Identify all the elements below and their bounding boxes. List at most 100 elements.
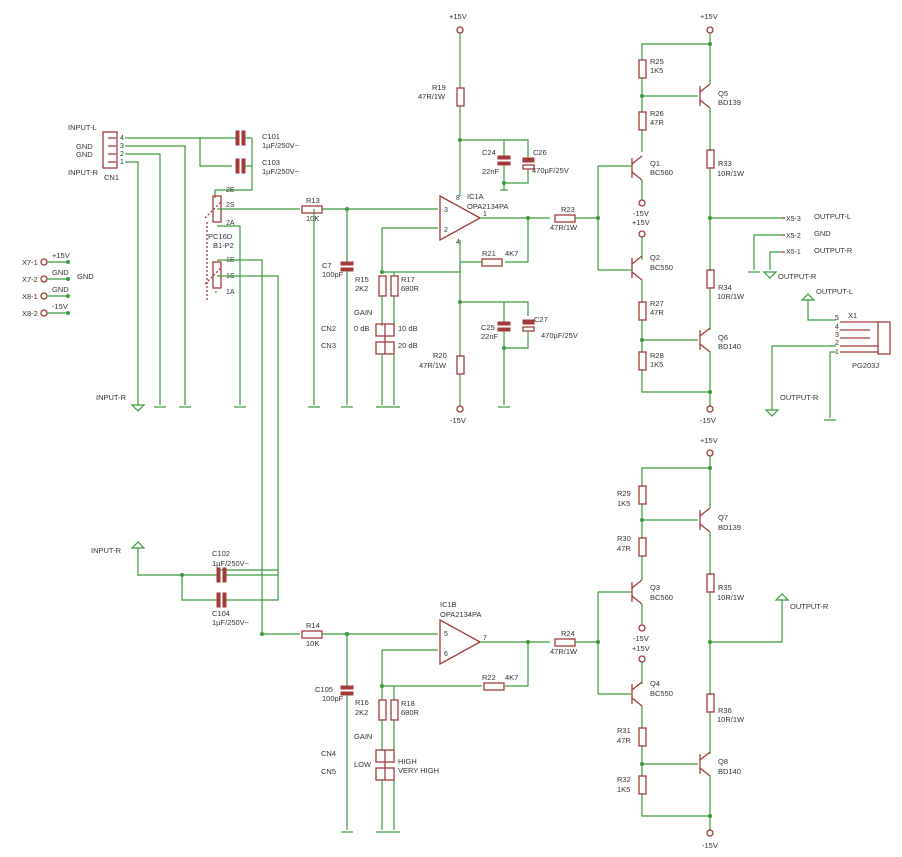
svg-text:0 dB: 0 dB xyxy=(354,324,369,333)
svg-text:X7-1: X7-1 xyxy=(22,258,38,267)
svg-text:R26: R26 xyxy=(650,109,664,118)
svg-text:47R: 47R xyxy=(617,544,631,553)
svg-text:BC560: BC560 xyxy=(650,168,673,177)
svg-text:R29: R29 xyxy=(617,489,631,498)
svg-text:C101: C101 xyxy=(262,132,280,141)
resistor-r24: R24 47R/1W xyxy=(550,629,578,656)
svg-text:OPA2134PA: OPA2134PA xyxy=(467,202,508,211)
svg-text:20 dB: 20 dB xyxy=(398,341,418,350)
svg-text:R20: R20 xyxy=(433,351,447,360)
svg-text:R23: R23 xyxy=(561,205,575,214)
svg-text:Q2: Q2 xyxy=(650,253,660,262)
svg-text:3: 3 xyxy=(444,207,448,214)
svg-text:C103: C103 xyxy=(262,158,280,167)
svg-text:1K5: 1K5 xyxy=(617,785,630,794)
capacitor-c26: C26 470µF/25V xyxy=(522,148,569,175)
svg-text:10 dB: 10 dB xyxy=(398,324,418,333)
svg-text:1µF/250V~: 1µF/250V~ xyxy=(212,618,250,627)
svg-text:CN2: CN2 xyxy=(321,324,336,333)
svg-text:47R/1W: 47R/1W xyxy=(550,647,578,656)
svg-text:1µF/250V~: 1µF/250V~ xyxy=(262,141,300,150)
svg-text:+15V: +15V xyxy=(632,218,650,227)
capacitor-c101: C101 1µF/250V~ xyxy=(232,130,300,150)
svg-text:BD139: BD139 xyxy=(718,523,741,532)
svg-text:-15V: -15V xyxy=(633,634,649,643)
svg-text:47R/1W: 47R/1W xyxy=(418,92,446,101)
resistor-r21: R21 4K7 xyxy=(481,249,518,267)
svg-text:CN5: CN5 xyxy=(321,767,336,776)
svg-text:47R: 47R xyxy=(617,736,631,745)
svg-text:CN3: CN3 xyxy=(321,341,336,350)
svg-text:+15V: +15V xyxy=(52,251,70,260)
svg-text:4: 4 xyxy=(835,324,839,331)
transistor-q4: Q4 BC550 xyxy=(631,679,673,707)
svg-text:BC550: BC550 xyxy=(650,263,673,272)
resistor-r34: R34 10R/1W xyxy=(706,269,745,301)
svg-text:Q5: Q5 xyxy=(718,89,728,98)
svg-text:47R/1W: 47R/1W xyxy=(550,223,578,232)
svg-text:R21: R21 xyxy=(482,249,496,258)
connector-cn1: 4 3 2 1 CN1 INPUT-L GND GND INPUT-R xyxy=(68,123,124,182)
svg-text:BD140: BD140 xyxy=(718,342,741,351)
svg-text:C25: C25 xyxy=(481,323,495,332)
svg-text:10R/1W: 10R/1W xyxy=(717,169,745,178)
resistor-r25: R25 1K5 xyxy=(638,57,664,79)
resistor-r36: R36 10R/1W xyxy=(706,693,745,724)
cn1-gnd2-label: GND xyxy=(76,150,93,159)
svg-text:-15V: -15V xyxy=(702,841,718,850)
svg-text:4: 4 xyxy=(456,239,460,246)
gain-label-upper: GAIN xyxy=(354,308,372,317)
svg-text:22nF: 22nF xyxy=(481,332,499,341)
resistor-r31: R31 47R xyxy=(617,726,647,747)
svg-text:Q4: Q4 xyxy=(650,679,660,688)
svg-text:R27: R27 xyxy=(650,299,664,308)
svg-text:2S: 2S xyxy=(226,202,235,209)
svg-text:1µF/250V~: 1µF/250V~ xyxy=(212,559,250,568)
svg-text:Q8: Q8 xyxy=(718,757,728,766)
svg-text:HIGH: HIGH xyxy=(398,757,417,766)
svg-text:R13: R13 xyxy=(306,196,320,205)
svg-text:4K7: 4K7 xyxy=(505,249,518,258)
svg-text:C26: C26 xyxy=(533,148,547,157)
svg-text:X5-1: X5-1 xyxy=(786,249,801,256)
svg-text:5: 5 xyxy=(835,315,839,322)
svg-text:1: 1 xyxy=(483,211,487,218)
svg-text:4K7: 4K7 xyxy=(505,673,518,682)
svg-text:5: 5 xyxy=(444,631,448,638)
svg-text:R31: R31 xyxy=(617,726,631,735)
svg-text:OUTPUT-R: OUTPUT-R xyxy=(780,393,819,402)
svg-text:3: 3 xyxy=(835,332,839,339)
resistor-r22: R22 4K7 xyxy=(482,673,518,691)
resistor-r35: R35 10R/1W xyxy=(706,573,745,602)
svg-text:C104: C104 xyxy=(212,609,230,618)
cn1-gnd-label: GND xyxy=(76,142,93,151)
jack-x1[interactable]: 5 4 3 2 1 X1 PG203J xyxy=(835,311,891,370)
svg-text:470µF/25V: 470µF/25V xyxy=(532,166,569,175)
capacitor-c103: C103 1µF/250V~ xyxy=(235,158,300,176)
svg-text:C27: C27 xyxy=(534,315,548,324)
opamp-ic1a: 3 2 1 4 8 IC1A OPA2134PA xyxy=(439,192,508,246)
gain-jumper-lower[interactable] xyxy=(375,749,395,781)
svg-text:R25: R25 xyxy=(650,57,664,66)
cn1-input-r-label: INPUT-R xyxy=(68,168,99,177)
svg-text:10R/1W: 10R/1W xyxy=(717,292,745,301)
svg-text:2: 2 xyxy=(444,227,448,234)
svg-text:1A: 1A xyxy=(226,289,235,296)
svg-text:R18: R18 xyxy=(401,699,415,708)
svg-text:7: 7 xyxy=(483,635,487,642)
input-r-net-label: INPUT-R xyxy=(96,393,127,402)
svg-text:Q7: Q7 xyxy=(718,513,728,522)
transistor-q1: Q1 BC560 xyxy=(631,155,673,181)
capacitor-c105: C105 100pF xyxy=(315,634,354,833)
svg-text:GND: GND xyxy=(52,285,69,294)
svg-text:OUTPUT-R: OUTPUT-R xyxy=(814,246,853,255)
svg-text:BD140: BD140 xyxy=(718,767,741,776)
gain-jumper-upper[interactable] xyxy=(375,323,395,355)
svg-text:R34: R34 xyxy=(718,283,732,292)
transistor-q6: Q6 BD140 xyxy=(699,327,741,353)
svg-text:10R/1W: 10R/1W xyxy=(717,593,745,602)
svg-text:R15: R15 xyxy=(355,275,369,284)
svg-text:C24: C24 xyxy=(482,148,496,157)
transistor-q2: Q2 BC550 xyxy=(631,253,673,281)
